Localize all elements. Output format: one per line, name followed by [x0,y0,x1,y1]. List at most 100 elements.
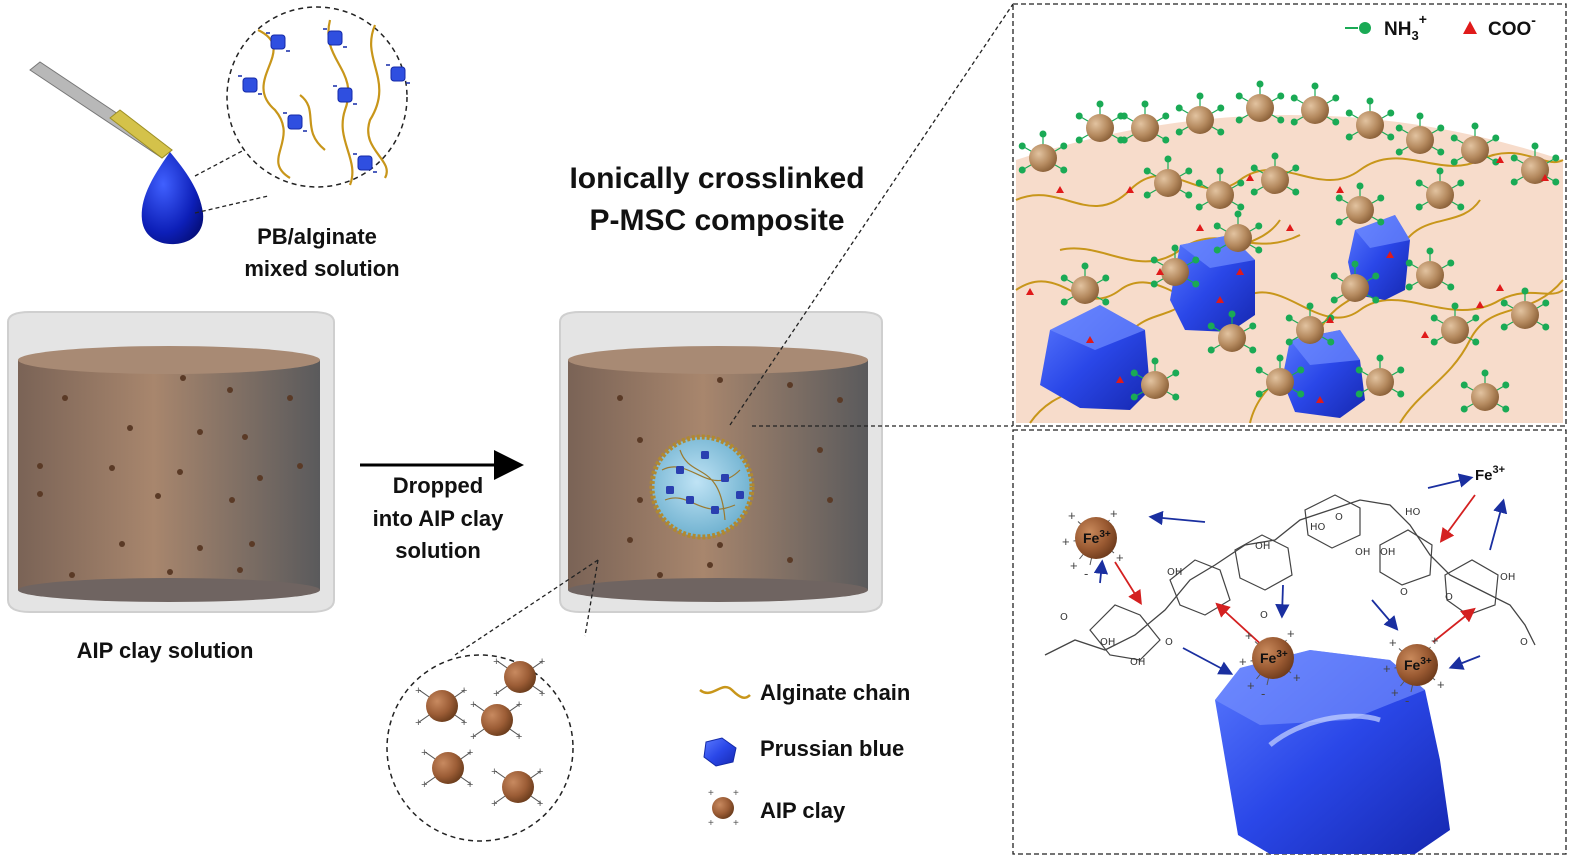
svg-text:+: + [1437,677,1445,692]
clay-dot [637,437,643,443]
clay-dot [69,572,75,578]
alginate-structure [1044,494,1536,661]
aip-clay-nh3 [1060,262,1110,306]
clay-dot [37,491,43,497]
coo-group [1386,251,1394,258]
clay-dot [197,545,203,551]
svg-text:Fe3+: Fe3+ [1404,656,1432,673]
coo-group [1156,268,1164,275]
clay-magnified [386,654,574,842]
nh3-icon [1359,22,1371,34]
clay-dot [167,569,173,575]
legend-prussian-blue: Prussian blue [760,736,904,761]
pb-particle [266,32,290,52]
clay-dot [227,387,233,393]
svg-text:NH3+: NH3+ [1384,11,1427,43]
svg-text:O: O [1260,610,1268,621]
svg-text:+: + [493,688,499,700]
svg-text:+: + [1247,678,1255,693]
clay-dot [297,463,303,469]
nh3-sup: + [1419,11,1427,27]
composite-title-2: P-MSC composite [589,204,844,237]
coo-group [1316,396,1324,403]
svg-text:+: + [461,717,467,729]
pb-particle [386,64,410,84]
pb-particle [283,112,307,132]
clay-dot [62,395,68,401]
svg-text:+: + [537,766,543,778]
svg-text:OH: OH [1100,637,1115,648]
svg-text:+: + [491,766,497,778]
svg-text:+: + [1116,550,1124,565]
svg-text:+: + [1287,626,1295,641]
clay-dot [242,434,248,440]
svg-text:+: + [493,656,499,668]
coo-group [1421,331,1429,338]
pb-particle [666,486,674,494]
svg-text:+: + [708,788,714,799]
aip-clay-nh3 [1395,112,1445,156]
pb-particle [353,153,377,173]
aip-clay-nh3 [1150,244,1200,288]
aip-clay-particle: + + + + [415,685,467,729]
coo-group [1286,224,1294,231]
clay-dot [717,542,723,548]
fe-clay-particle: +++++--Fe3+ [1239,626,1301,701]
svg-text:-: - [1405,693,1409,708]
clay-dot [787,557,793,563]
coo-icon [1463,21,1477,34]
pb-particle [721,474,729,482]
svg-text:OH: OH [1167,567,1182,578]
aip-clay-nh3 [1213,210,1263,254]
droplet [141,152,204,245]
aip-clay-nh3 [1345,97,1395,141]
pb-particle [711,506,719,514]
clay-dot [657,572,663,578]
clay-dot [197,429,203,435]
coo-group [1196,224,1204,231]
aip-clay-nh3 [1335,182,1385,226]
aip-clay-nh3 [1415,167,1465,211]
svg-text:+: + [415,717,421,729]
coo-group [1126,186,1134,193]
svg-text:+: + [1293,670,1301,685]
arrow-label-2: into AIP clay [373,506,505,531]
aip-clay-nh3 [1330,260,1380,304]
clay-dot [817,447,823,453]
pb-particles-in-bead [666,451,744,514]
zoom-line [194,195,269,214]
clay-particles [617,377,843,578]
pb-particle [736,491,744,499]
aip-clay-particle: ++++ [421,747,473,791]
svg-text:Fe3+: Fe3+ [1260,649,1288,666]
svg-text:OH: OH [1380,547,1395,558]
svg-text:O: O [1445,592,1453,603]
clay-dot [827,497,833,503]
svg-text:-: - [1261,686,1265,701]
svg-text:+: + [516,731,522,743]
coo-group [1026,288,1034,295]
clay-dot [717,377,723,383]
svg-text:+: + [461,685,467,697]
svg-text:+: + [491,798,497,810]
aip-clay-nh3 [1500,287,1550,331]
aip-clay-nh3 [1120,100,1170,144]
clay-dot [109,465,115,471]
pb-solution-label-2: mixed solution [244,256,399,281]
coo-group [1056,186,1064,193]
group-legend: NH3+ COO- [1345,11,1536,43]
svg-text:+: + [415,685,421,697]
svg-text:+: + [537,798,543,810]
svg-text:HO: HO [1405,507,1421,518]
svg-text:+: + [1245,628,1253,643]
legend-aip-clay: AIP clay [760,798,846,823]
clay-dot [37,463,43,469]
aip-clay-nh3 [1018,130,1068,174]
pb-particle [676,466,684,474]
svg-text:+: + [1068,508,1076,523]
aip-clay-nh3 [1405,247,1455,291]
coo-group [1541,174,1549,181]
clay-solution-label: AIP clay solution [77,638,254,663]
svg-text:-: - [1084,566,1088,581]
